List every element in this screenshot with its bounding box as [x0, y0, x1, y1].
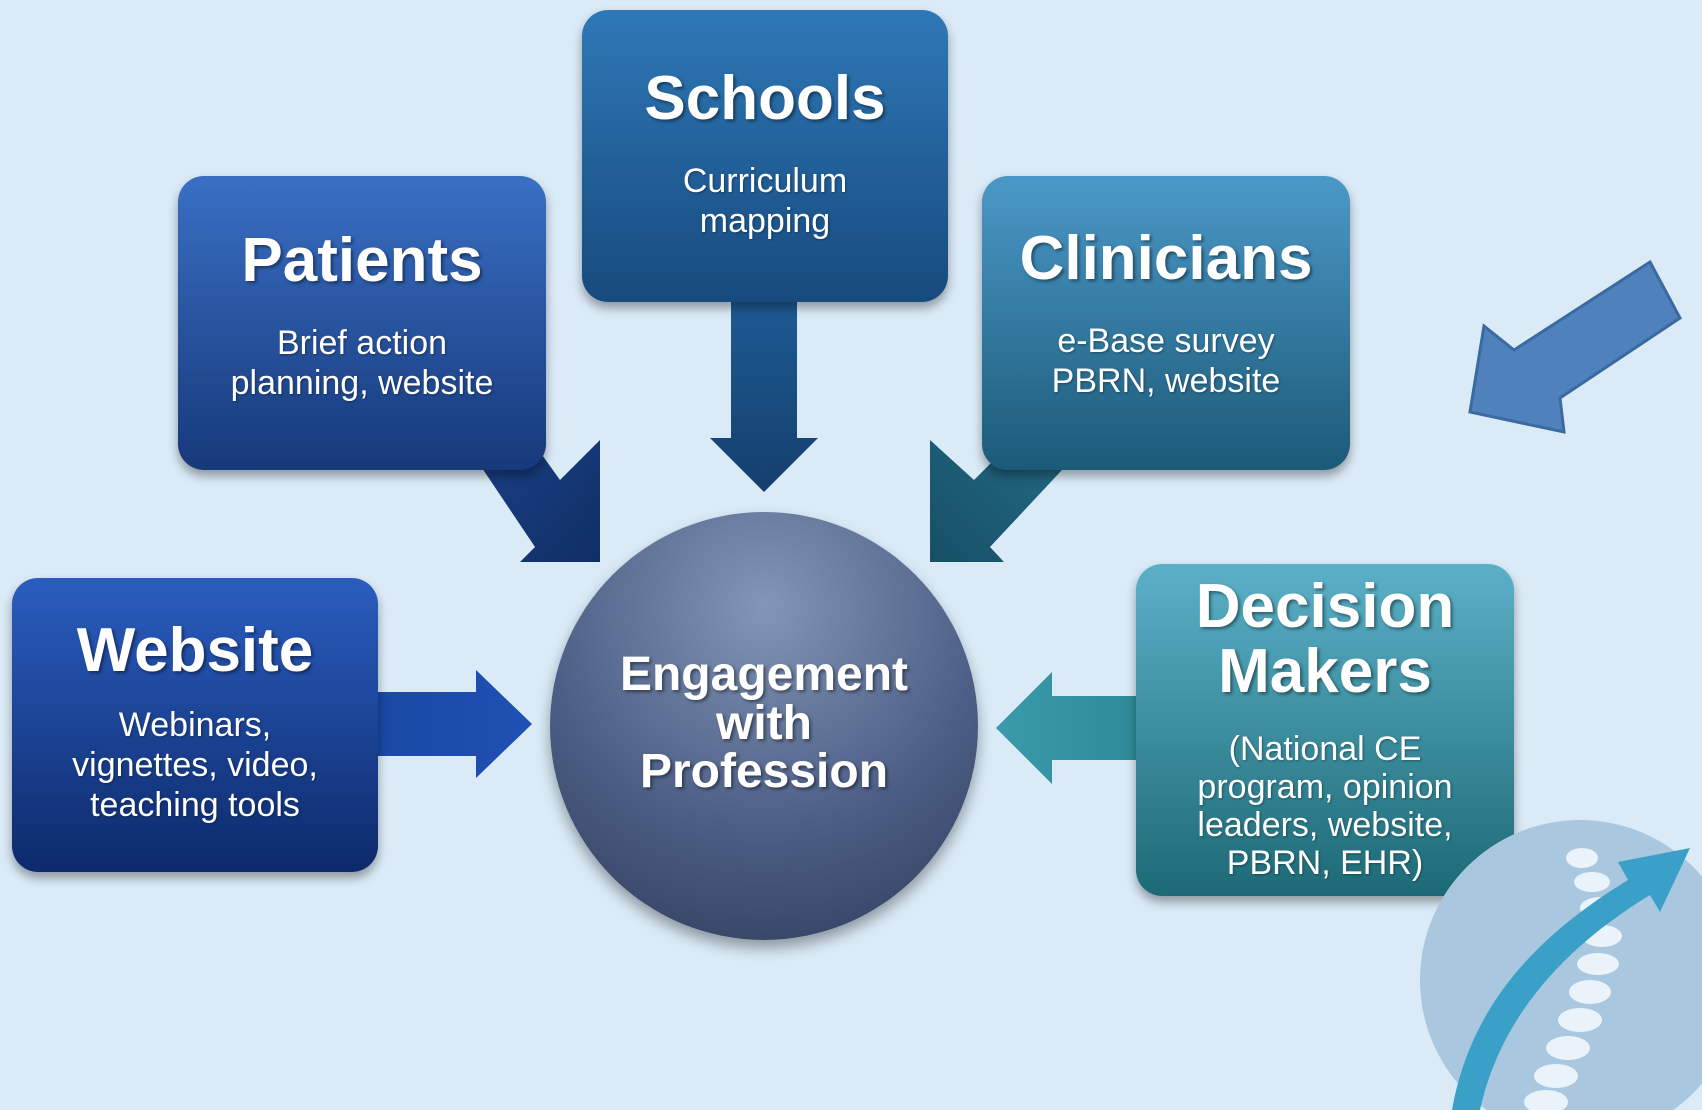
- box-website: Website Webinars, vignettes, video, teac…: [12, 578, 378, 872]
- box-schools-title: Schools: [644, 64, 886, 133]
- arrow-website-to-center: [378, 670, 532, 778]
- box-website-title: Website: [76, 616, 314, 685]
- box-website-desc: Webinars, vignettes, video, teaching too…: [72, 706, 318, 825]
- box-decision-makers-desc: (National CE program, opinion leaders, w…: [1197, 730, 1453, 883]
- center-circle: Engagement with Profession: [550, 512, 978, 940]
- box-patients-desc: Brief action planning, website: [230, 324, 494, 403]
- box-decision-makers: Decision Makers (National CE program, op…: [1136, 564, 1514, 896]
- box-schools: Schools Curriculum mapping: [582, 10, 948, 302]
- box-clinicians: Clinicians e-Base survey PBRN, website: [982, 176, 1350, 470]
- arrow-decision-to-center: [996, 672, 1136, 784]
- box-decision-makers-title: Decision Makers: [1195, 572, 1455, 707]
- box-patients: Patients Brief action planning, website: [178, 176, 546, 470]
- box-schools-desc: Curriculum mapping: [682, 162, 848, 241]
- center-label: Engagement with Profession: [619, 647, 909, 799]
- box-clinicians-title: Clinicians: [1019, 224, 1313, 293]
- arrow-schools-to-center: [710, 300, 818, 492]
- box-patients-title: Patients: [241, 226, 483, 295]
- box-clinicians-desc: e-Base survey PBRN, website: [1051, 322, 1281, 401]
